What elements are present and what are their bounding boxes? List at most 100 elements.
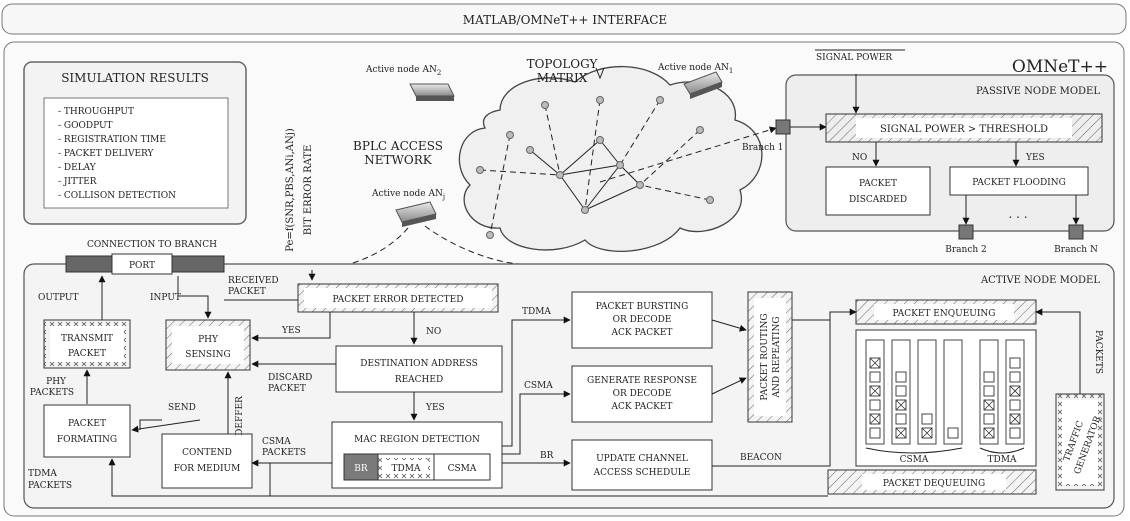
traffic-label-bg: [1062, 400, 1098, 484]
beacon-line: [712, 312, 831, 467]
bplc-access-label-2: NETWORK: [364, 153, 432, 167]
threshold-label-bg: [856, 118, 1072, 138]
passive-node-title: PASSIVE NODE MODEL: [976, 86, 1100, 97]
br-branch-label: BR: [540, 451, 554, 461]
packets-label: PACKETS: [1093, 330, 1103, 374]
passive-yes-label: YES: [1025, 153, 1045, 163]
result-item: - PACKET DELIVERY: [58, 149, 155, 159]
an2-label: Active node AN2: [365, 65, 441, 77]
generate-response-box: [571, 365, 713, 423]
phy-label-bg: [172, 326, 244, 364]
connection-label: CONNECTION TO BRANCH: [87, 240, 217, 250]
branch1-label: Branch 1: [742, 143, 784, 153]
deffer-label: DEFFER: [235, 396, 245, 436]
packet-flooding-label: PACKET FLOODING: [972, 178, 1066, 188]
output-label: OUTPUT: [38, 293, 78, 303]
csma-brace: [865, 447, 963, 454]
beacon-label: BEACON: [740, 453, 782, 463]
transmit-line-1: TRANSMIT: [61, 334, 113, 344]
input-arrow: [177, 276, 212, 319]
signal-power-label: SIGNAL POWER: [816, 53, 892, 63]
transmit-line-2: PACKET: [68, 349, 106, 359]
queue-tdma-label: TDMA: [988, 455, 1017, 465]
port-right-block: [171, 255, 225, 273]
csma-packets-line-1: CSMA: [262, 437, 291, 447]
send-line: [139, 419, 162, 430]
tdma-brace: [979, 447, 1025, 454]
bplc-access-label-1: BPLC ACCESS: [353, 139, 443, 153]
discard-line-1: DISCARD: [268, 373, 312, 383]
tdma-label-bg: [384, 460, 428, 474]
input-label: INPUT: [150, 293, 181, 303]
result-item: - JITTER: [58, 177, 97, 187]
packet-flooding-box: [949, 166, 1089, 196]
generate-line-3: ACK PACKET: [611, 402, 673, 412]
burst-line-2: OR DECODE: [613, 315, 672, 325]
branch2-label: Branch 2: [945, 245, 987, 255]
queue-csma-label: CSMA: [900, 455, 929, 465]
formating-line-2: FORMATING: [57, 435, 117, 445]
update-line-1: UPDATE CHANNEL: [596, 454, 688, 464]
result-item: - GOODPUT: [58, 121, 113, 131]
port-left-block: [65, 255, 113, 273]
generate-line-1: GENERATE RESPONSE: [587, 376, 697, 386]
received-label-2: PACKET: [228, 287, 266, 297]
tdma-packets-line-2: PACKETS: [28, 481, 72, 491]
tdma-branch-arrow: [502, 316, 571, 447]
csma-segment: [433, 453, 491, 481]
interface-title: MATLAB/OMNeT++ INTERFACE: [463, 13, 667, 27]
csma-packets-line-2: PACKETS: [262, 448, 306, 458]
destination-box: [335, 345, 503, 393]
passive-no-label: NO: [852, 153, 867, 163]
active-node-panel: [23, 263, 1115, 509]
tdma-segment-label: TDMA: [392, 464, 421, 474]
bit-error-rate-label: BIT ERROR RATE: [303, 145, 314, 236]
routing-line-2: AND REPEATING: [772, 316, 782, 398]
anj-to-active-link: [424, 225, 521, 265]
bplc-network-cloud: [458, 65, 763, 252]
burst-to-routing-arrow: [711, 319, 747, 332]
omnet-title: OMNeT++: [1012, 57, 1108, 77]
routing-label-bg: [754, 298, 786, 416]
branchN-label: Branch N: [1054, 245, 1098, 255]
br-label: BR: [354, 464, 368, 474]
phy-line-2: SENSING: [185, 350, 230, 360]
error-label-bg: [304, 288, 492, 308]
send-label: SEND: [168, 403, 196, 413]
destination-yes-label: YES: [425, 403, 445, 413]
result-item: - REGISTRATION TIME: [58, 135, 166, 145]
packet-formating-box: [43, 404, 131, 458]
contend-line-2: FOR MEDIUM: [174, 464, 241, 474]
discarded-line-2: DISCARDED: [849, 195, 907, 205]
routing-line-1: PACKET ROUTING: [760, 313, 770, 400]
phy-line-1: PHY: [198, 335, 219, 345]
discard-line-2: PACKET: [268, 384, 306, 394]
phy-packets-line-2: PACKETS: [30, 388, 74, 398]
branch-ellipsis: . . .: [1008, 207, 1027, 221]
destination-line-1: DESTINATION ADDRESS: [360, 359, 478, 369]
burst-line-1: PACKET BURSTING: [596, 302, 689, 312]
anj-label: Active node ANj: [371, 189, 445, 201]
router-anj-icon: [395, 201, 437, 227]
result-item: - THROUGHPUT: [58, 107, 134, 117]
transmit-label-bg: [50, 326, 124, 362]
received-label-1: RECEIVED: [228, 276, 279, 286]
br-segment: [343, 453, 379, 481]
error-yes-arrow: [251, 312, 331, 342]
packet-bursting-box: [571, 291, 713, 349]
tdma-packets-line-1: TDMA: [28, 469, 57, 479]
traffic-packets-arrow: [1035, 308, 1081, 394]
contend-medium-box: [161, 433, 253, 489]
enqueue-label-bg: [874, 304, 1014, 320]
packet-discarded-box: [825, 166, 931, 216]
port-label: PORT: [129, 261, 155, 271]
tdma-branch-label: TDMA: [522, 307, 551, 317]
simulation-results-panel: SIMULATION RESULTS - THROUGHPUT - GOODPU…: [23, 61, 247, 225]
enqueuing-label: PACKET ENQUEUING: [893, 309, 996, 319]
dequeuing-label: PACKET DEQUEUING: [883, 479, 985, 489]
generate-to-routing-arrow: [711, 377, 747, 395]
interface-bar: [1, 3, 1127, 35]
mac-region-label: MAC REGION DETECTION: [354, 435, 480, 445]
branch1-port: [775, 119, 791, 135]
branch1-link: [599, 126, 777, 183]
